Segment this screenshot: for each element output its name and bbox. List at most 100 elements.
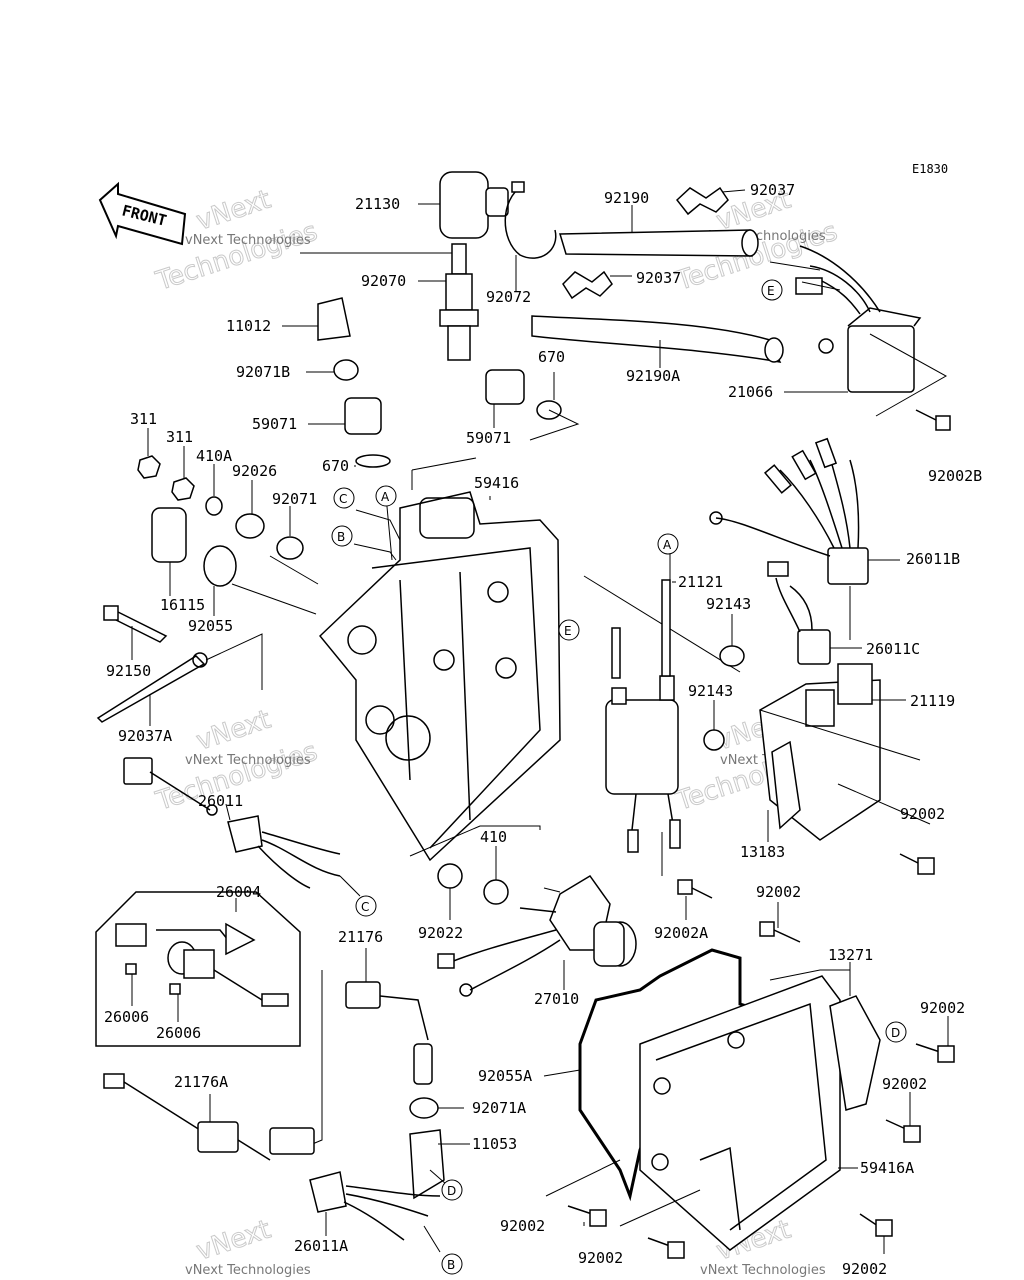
svg-text:D: D	[891, 1026, 900, 1040]
bracket-13271-drawing	[769, 962, 881, 1111]
part-label-92190: 92190	[604, 189, 649, 207]
watermark-small: vNext Technologies	[185, 753, 311, 768]
fitting-right-drawing	[485, 369, 525, 428]
svg-text:B: B	[337, 530, 345, 544]
svg-text:A: A	[381, 490, 390, 504]
part-label-92143-upper: 92143	[706, 595, 751, 613]
part-label-26011: 26011	[198, 792, 243, 810]
part-label-21130: 21130	[355, 195, 400, 213]
callout-b-2: B	[441, 1253, 463, 1275]
part-label-16115: 16115	[160, 596, 205, 614]
connector-26011c-drawing	[767, 561, 862, 665]
part-label-26011C: 26011C	[866, 640, 920, 658]
nut-1-drawing	[137, 428, 161, 479]
svg-text:E: E	[564, 624, 572, 638]
callout-d-2: D	[441, 1179, 463, 1201]
fitting-left-drawing	[308, 397, 382, 435]
part-label-410: 410	[480, 828, 507, 846]
part-label-59416A: 59416A	[860, 1159, 914, 1177]
part-label-92002-right-lower: 92002	[882, 1075, 927, 1093]
hose-upper-drawing	[558, 205, 759, 257]
ignition-coil-drawing	[605, 548, 681, 853]
washer-92022-drawing	[437, 863, 463, 920]
hose-clip-lower-drawing	[562, 270, 632, 300]
part-label-670-right: 670	[538, 348, 565, 366]
part-label-92002-bottom-left: 92002	[500, 1217, 545, 1235]
part-label-92150: 92150	[106, 662, 151, 680]
part-label-92071: 92071	[272, 490, 317, 508]
svg-text:D: D	[447, 1184, 456, 1198]
bolt-bottom-center-drawing	[647, 1237, 685, 1259]
part-label-92190A: 92190A	[626, 367, 680, 385]
front-arrow-icon: FRONT	[98, 181, 187, 246]
part-label-670-left: 670	[322, 457, 349, 475]
part-label-21176: 21176	[338, 928, 383, 946]
harness-21176a-drawing	[103, 1073, 441, 1253]
part-label-26011B: 26011B	[906, 550, 960, 568]
grommet-92071a-drawing	[409, 1097, 464, 1119]
part-label-92002-bottom-right: 92002	[842, 1260, 887, 1278]
watermark-line1: vNext	[193, 185, 275, 237]
part-label-92002-igniter: 92002	[900, 805, 945, 823]
case-cover-drawing	[545, 975, 858, 1251]
bracket-13183-drawing	[767, 740, 801, 842]
harness-26011b-drawing	[709, 437, 900, 585]
nut-2-drawing	[171, 446, 195, 501]
hose-lower-drawing	[531, 315, 784, 368]
watermark-small: vNext Technologies	[185, 233, 311, 248]
part-label-26006-2: 26006	[156, 1024, 201, 1042]
part-label-13183: 13183	[740, 843, 785, 861]
grommet-92071-drawing	[276, 506, 304, 560]
bolt-92002-right-upper-drawing	[915, 1016, 955, 1063]
o-ring-92055-drawing	[203, 545, 237, 616]
washer-410-drawing	[409, 825, 541, 905]
washer-410a-drawing	[205, 464, 223, 516]
part-label-21119: 21119	[910, 692, 955, 710]
bolt-bottom-right-drawing	[859, 1213, 893, 1254]
part-label-92002B: 92002B	[928, 467, 982, 485]
part-label-59416: 59416	[474, 474, 519, 492]
callout-a-1: A	[375, 485, 397, 507]
electric-case-drawing	[318, 457, 561, 862]
collar-upper-drawing	[719, 614, 745, 667]
spark-plug-drawing	[300, 243, 479, 361]
watermark-small: vNext Technologies	[700, 1263, 826, 1278]
callout-c-1: C	[333, 487, 355, 509]
part-label-11012: 11012	[226, 317, 271, 335]
svg-text:C: C	[339, 492, 347, 506]
part-label-92143-lower: 92143	[688, 682, 733, 700]
part-label-26011A: 26011A	[294, 1237, 348, 1255]
part-label-410A: 410A	[196, 447, 232, 465]
part-label-92071A: 92071A	[472, 1099, 526, 1117]
svg-text:A: A	[663, 538, 672, 552]
part-label-92055A: 92055A	[478, 1067, 532, 1085]
bracket-11053-drawing	[409, 1129, 470, 1200]
part-label-13271: 13271	[828, 946, 873, 964]
part-label-92037A: 92037A	[118, 727, 172, 745]
part-label-92002A: 92002A	[654, 924, 708, 942]
part-label-26006-1: 26006	[104, 1008, 149, 1026]
rubber-cap-drawing	[282, 297, 351, 341]
bolt-92002a-drawing	[661, 832, 713, 920]
watermark-line1: vNext	[193, 1215, 275, 1267]
part-label-11053: 11053	[472, 1135, 517, 1153]
part-label-92002-mid: 92002	[756, 883, 801, 901]
callout-d-1: D	[885, 1021, 907, 1043]
grommet-92026-drawing	[235, 480, 265, 539]
part-label-92070: 92070	[361, 272, 406, 290]
bolt-92150-drawing	[103, 605, 168, 660]
bolt-igniter-drawing	[837, 783, 935, 875]
part-label-26004: 26004	[216, 883, 261, 901]
part-label-92002-bottom-center: 92002	[578, 1249, 623, 1267]
part-label-21176A: 21176A	[174, 1073, 228, 1091]
o-ring-left-drawing	[354, 454, 391, 468]
part-label-311-2: 311	[166, 428, 193, 446]
connector-21176-drawing	[297, 948, 433, 1151]
part-label-27010: 27010	[534, 990, 579, 1008]
o-ring-right-drawing	[529, 372, 580, 441]
fuse-kit-box	[95, 891, 301, 1047]
svg-text:B: B	[447, 1258, 455, 1272]
bolt-92002b-drawing	[869, 333, 951, 431]
callout-b-1: B	[331, 525, 353, 547]
clamp-band-drawing	[504, 181, 557, 292]
